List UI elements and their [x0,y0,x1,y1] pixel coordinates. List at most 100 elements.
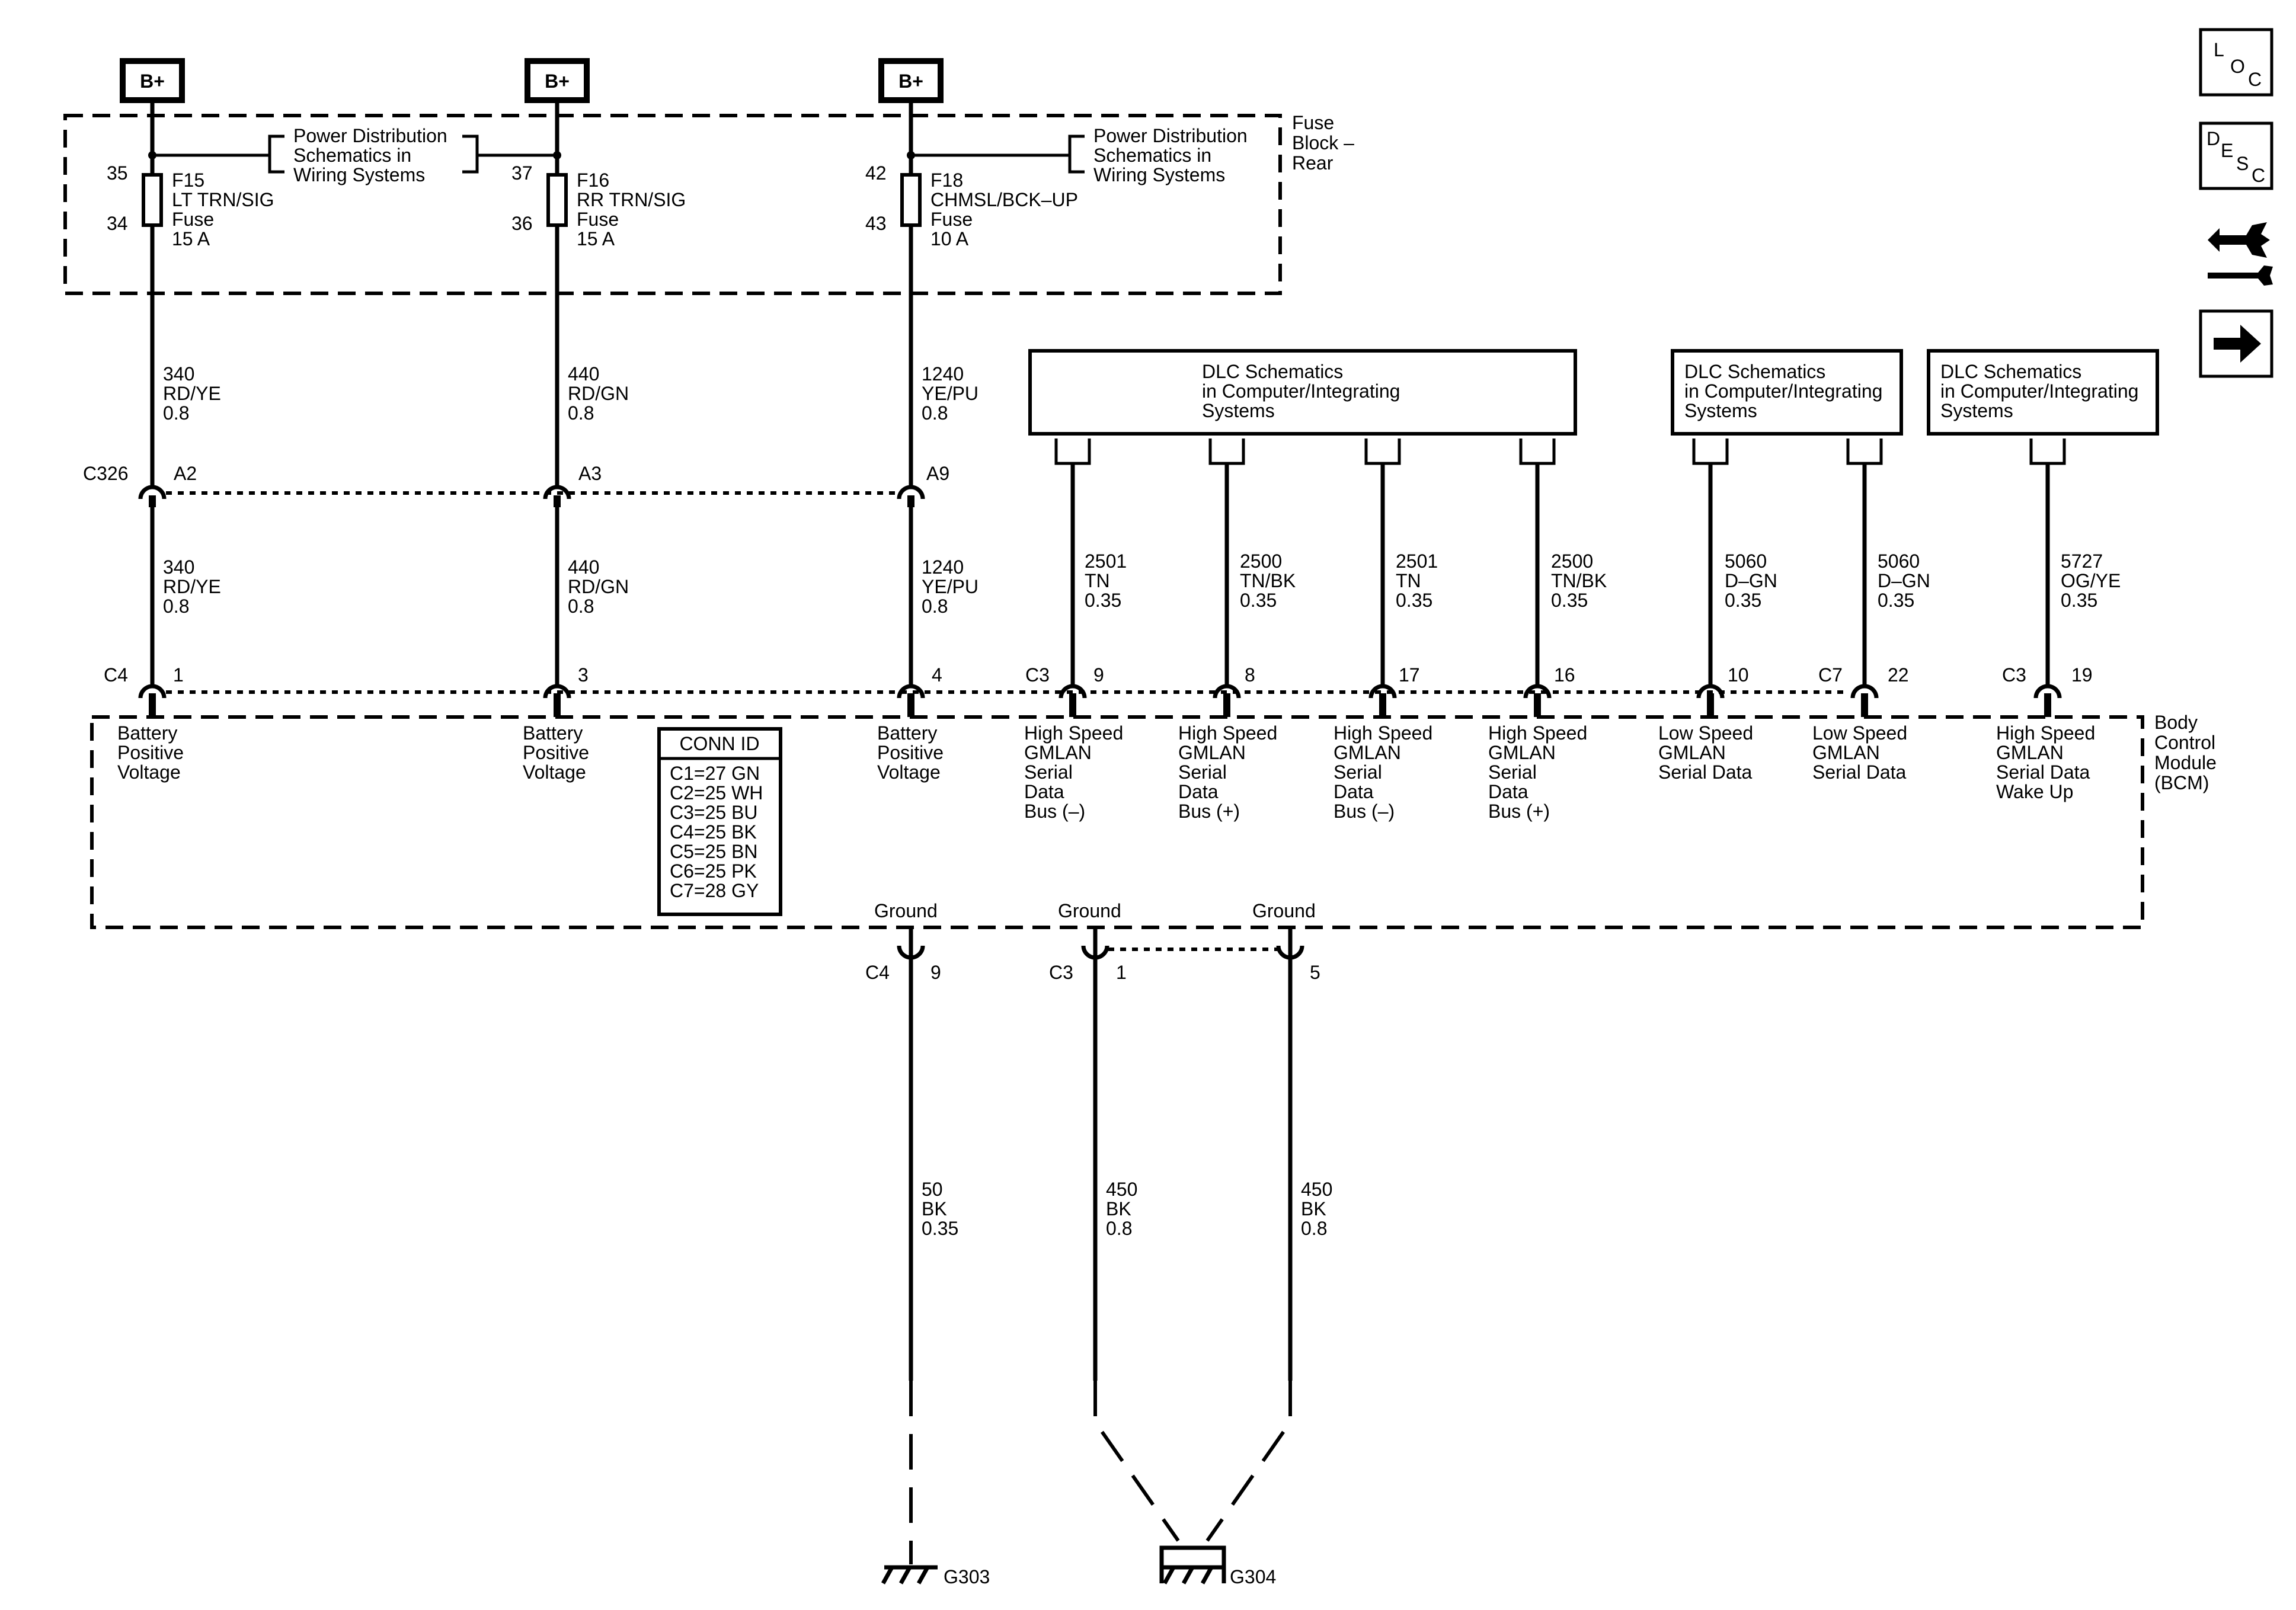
wire-color: RD/YE [163,383,221,404]
diagnostics-wrench-icon[interactable] [2208,222,2273,286]
wire-circuit: 440 [568,363,599,385]
dlc-line: Systems [1940,400,2013,421]
dlc-line: in Computer/Integrating [1684,380,1882,402]
ground-g303-icon [881,1565,938,1585]
pd-reference-2[interactable]: Power Distribution Schematics in Wiring … [1093,125,1248,185]
bcm-input-line: Low Speed [1658,722,1753,744]
wire-circuit: 5060 [1878,550,1920,572]
desc-letter: D [2207,128,2220,149]
conn-id-title: CONN ID [679,733,759,754]
bcm-input-line: Positive [877,742,944,763]
wire-circuit: 50 [922,1179,943,1200]
bcm-input-line: Data [1178,781,1219,802]
wire-gauge: 0.8 [568,402,594,424]
dlc-line: DLC Schematics [1684,361,1825,382]
bcm-connector-label: C4 [104,664,128,686]
dlc-reference-box-1[interactable] [1028,349,1577,436]
conn-id-row: C3=25 BU [670,802,758,823]
wire-label-2501-b: 2501 TN 0.35 [1396,550,1438,611]
ground-g304-icon [1159,1545,1226,1585]
fuse-rating: 15 A [577,228,615,249]
fuse-pin: 35 [107,162,128,184]
bcm-input-line: High Speed [1334,722,1432,744]
bcm-input-ls-gmlan-1: Low Speed GMLAN Serial Data [1658,722,1753,783]
loc-letter: O [2230,56,2245,77]
bcm-terminals [138,684,2062,717]
bcm-input-battery-3: Battery Positive Voltage [877,722,944,783]
pd-reference-1[interactable]: Power Distribution Schematics in Wiring … [293,125,447,185]
wire-label-50: 50 BK 0.35 [922,1179,958,1239]
bcm-pin: 4 [932,664,942,686]
dlc-line: in Computer/Integrating [1940,380,2138,402]
bplus-source-1: B+ [120,58,185,103]
wire-circuit: 450 [1301,1179,1332,1200]
bcm-pin: 1 [173,664,184,686]
bcm-input-hs-gmlan-wakeup: High Speed GMLAN Serial Data Wake Up [1996,722,2095,802]
fuse-pin: 36 [511,213,533,234]
bcm-module-outline [90,715,2144,929]
location-view-button[interactable]: L O C [2199,28,2273,97]
wire-gauge: 0.8 [922,596,948,617]
desc-letter: S [2236,153,2249,174]
wire-circuit: 440 [568,556,599,578]
fuse-pin: 42 [865,162,887,184]
bplus-label: B+ [140,71,165,92]
wire-gauge: 0.35 [1085,590,1121,611]
wire-450-ground-a-dashed [1093,1381,1180,1542]
dlc-line: in Computer/Integrating [1202,380,1400,402]
dlc-pin-bracket [1846,438,1883,465]
description-view-button[interactable]: D E S C [2199,121,2273,190]
wire-label-440-lower: 440 RD/GN 0.8 [568,556,629,617]
bcm-connector-label: C3 [1025,664,1050,686]
wire-label-5060-b: 5060 D–GN 0.35 [1878,550,1930,611]
c326-pin: A2 [174,463,197,484]
c326-terminal-a9 [897,485,925,507]
fuse-block-label: Fuse Block – Rear [1292,112,1354,174]
ground-terminal-c4-9 [897,927,925,960]
dlc-line: DLC Schematics [1202,361,1343,382]
bcm-input-line: GMLAN [1658,742,1726,763]
bplus-source-2: B+ [525,58,590,103]
fuse-name: F16 [577,169,609,191]
c326-terminal-a3 [543,485,571,507]
wire-circuit: 1240 [922,363,964,385]
fuse-block-line: Rear [1292,152,1334,174]
bcm-input-line: Voltage [523,761,586,783]
bcm-input-line: Serial Data [1812,761,1907,783]
conn-id-row: C5=25 BN [670,841,758,862]
next-page-arrow-button[interactable] [2199,309,2273,378]
fuse-desc: LT TRN/SIG [172,189,274,210]
ground-terminal-c3-5 [1276,927,1304,960]
wire-color: RD/GN [568,576,629,597]
dlc-reference-3-text: DLC Schematics in Computer/Integrating S… [1940,361,2138,421]
bcm-input-line: GMLAN [1024,742,1092,763]
wire-label-450-a: 450 BK 0.8 [1106,1179,1137,1239]
dlc-reference-box-2[interactable] [1671,349,1903,436]
c326-terminal-a2 [138,485,167,507]
wire-gauge: 0.35 [1725,590,1761,611]
wire-gauge: 0.8 [1301,1218,1327,1239]
wire-color: OG/YE [2061,570,2121,591]
dlc-pin-bracket [1519,438,1556,465]
fuse-f18-labels: 42 43 F18 CHMSL/BCK–UP Fuse 10 A [865,162,1078,249]
ground-connector-label: C3 [1049,962,1073,983]
loc-letter: C [2248,69,2262,90]
bcm-pin: 10 [1728,664,1749,686]
wire-color: BK [922,1198,947,1219]
wire-gauge: 0.35 [1240,590,1277,611]
bcm-input-battery-2: Battery Positive Voltage [523,722,589,783]
wire-circuit: 2501 [1396,550,1438,572]
bcm-label-line: Body [2154,712,2198,733]
bcm-connector-label: C7 [1818,664,1843,686]
bcm-input-line: GMLAN [1488,742,1556,763]
fuse-desc: RR TRN/SIG [577,189,686,210]
pd-bracket-f18 [1068,135,1085,174]
dlc-reference-box-3[interactable] [1927,349,2159,436]
bcm-terminal-arc [2033,684,2062,699]
wire-circuit: 2500 [1240,550,1282,572]
fuse-f16-labels: 37 36 F16 RR TRN/SIG Fuse 15 A [511,162,686,249]
arrow-right-icon [2214,325,2261,363]
wire-label-440-upper: 440 RD/GN 0.8 [568,363,629,424]
desc-letter: E [2221,140,2233,161]
